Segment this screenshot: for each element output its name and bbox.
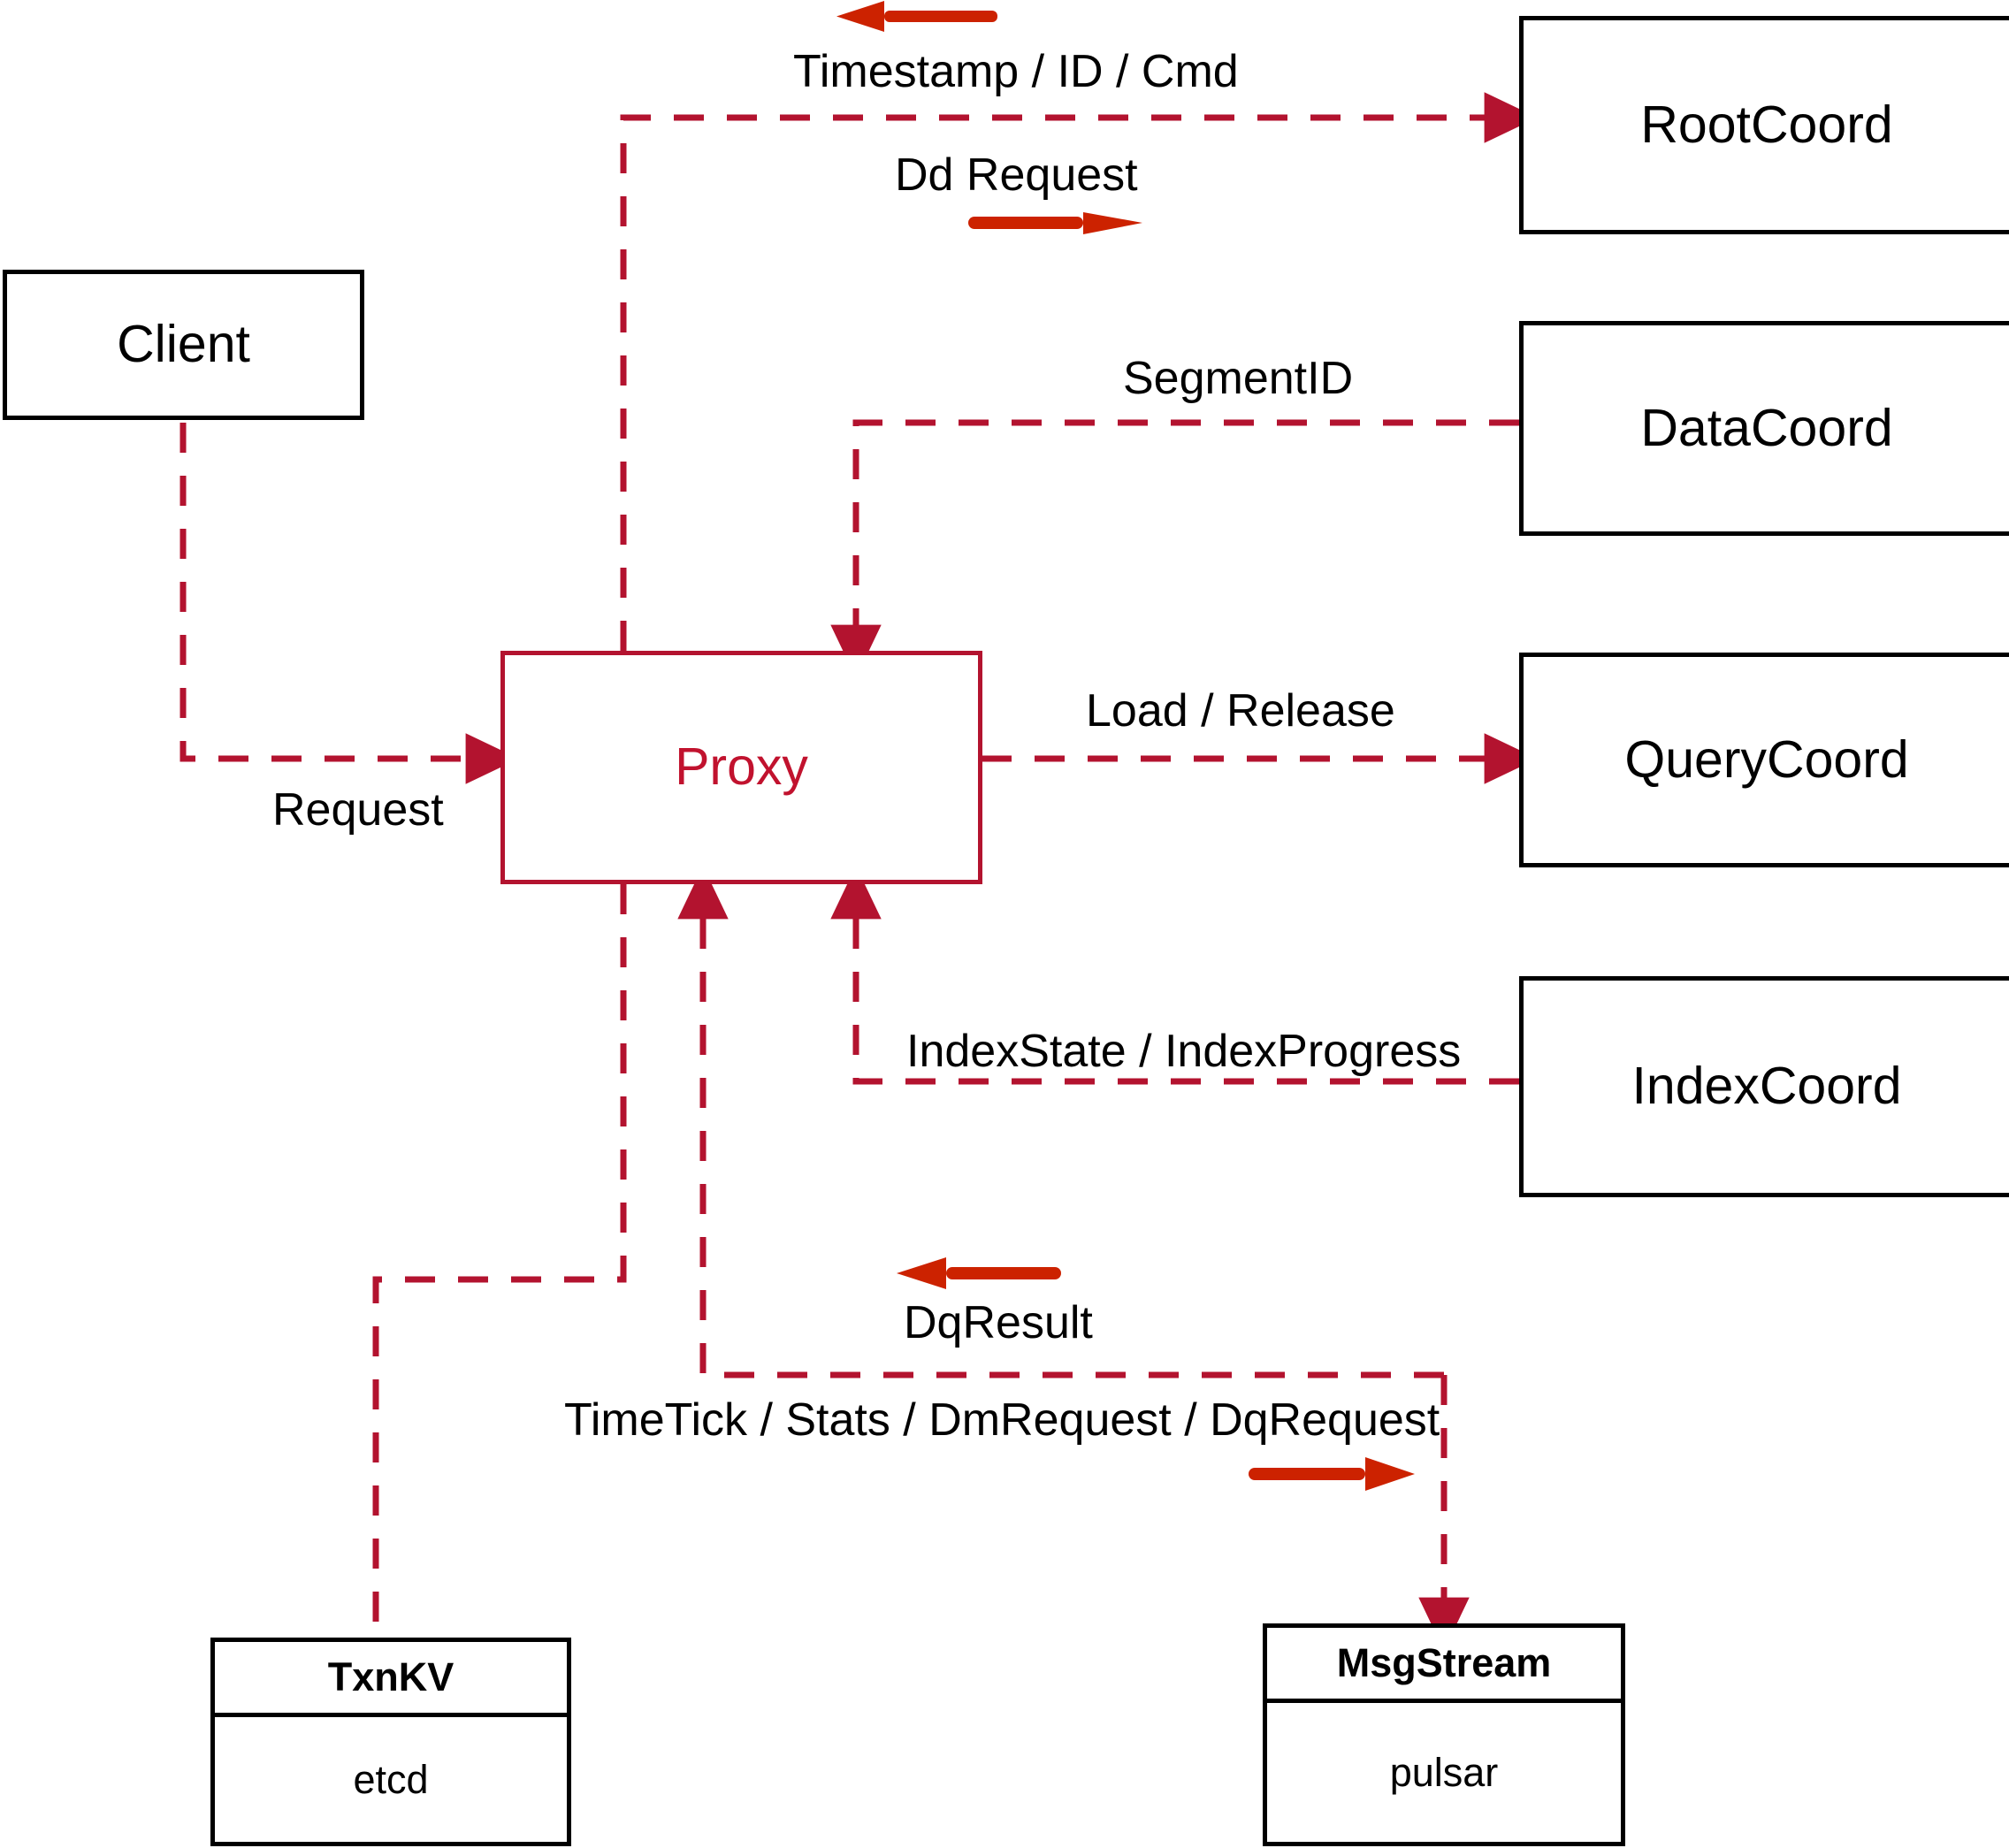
edge-indexcoord-to-proxy: [830, 866, 1519, 1085]
edge-label-timestamp-id-cmd: Timestamp / ID / Cmd: [793, 46, 1239, 97]
arrow-dqresult-left: [897, 1257, 1061, 1289]
direction-arrow-group: [836, 1, 1415, 1491]
edge-datacoord-to-proxy: [830, 419, 1519, 678]
node-querycoord[interactable]: QueryCoord: [1519, 653, 2009, 867]
arrow-dd-request-right: [968, 212, 1142, 234]
node-txnkv-header: TxnKV: [215, 1642, 567, 1717]
node-indexcoord-label: IndexCoord: [1631, 1057, 1902, 1116]
node-proxy[interactable]: Proxy: [500, 651, 982, 884]
edge-label-dd-request: Dd Request: [895, 149, 1138, 201]
node-proxy-label: Proxy: [675, 737, 808, 797]
node-txnkv[interactable]: TxnKV etcd: [210, 1638, 571, 1846]
edge-label-load-release: Load / Release: [1086, 685, 1395, 737]
arrow-timestamp-left: [836, 1, 997, 32]
edge-msgstream-to-proxy: [677, 866, 1444, 1378]
edge-label-segment-id: SegmentID: [1123, 353, 1354, 404]
node-rootcoord[interactable]: RootCoord: [1519, 16, 2009, 234]
node-datacoord-label: DataCoord: [1640, 398, 1893, 457]
edge-label-request: Request: [272, 784, 444, 836]
edge-label-timetick-stats-dm-dq: TimeTick / Stats / DmRequest / DqRequest: [564, 1394, 1440, 1446]
edge-proxy-to-txnkv: [372, 884, 627, 1638]
node-msgstream[interactable]: MsgStream pulsar: [1263, 1623, 1625, 1846]
node-msgstream-header: MsgStream: [1267, 1628, 1621, 1703]
node-msgstream-body: pulsar: [1389, 1749, 1499, 1795]
node-client[interactable]: Client: [3, 270, 364, 420]
node-querycoord-label: QueryCoord: [1624, 729, 1909, 789]
arrow-timetick-right: [1249, 1457, 1415, 1491]
node-txnkv-body: etcd: [353, 1756, 429, 1802]
edge-proxy-to-rootcoord: [620, 92, 1538, 651]
node-rootcoord-label: RootCoord: [1640, 95, 1893, 154]
edge-client-to-proxy: [180, 423, 519, 784]
node-indexcoord[interactable]: IndexCoord: [1519, 976, 2009, 1197]
node-datacoord[interactable]: DataCoord: [1519, 321, 2009, 536]
edge-label-index-state-progress: IndexState / IndexProgress: [906, 1026, 1462, 1077]
edge-label-dq-result: DqResult: [904, 1297, 1093, 1348]
node-client-label: Client: [117, 315, 250, 374]
